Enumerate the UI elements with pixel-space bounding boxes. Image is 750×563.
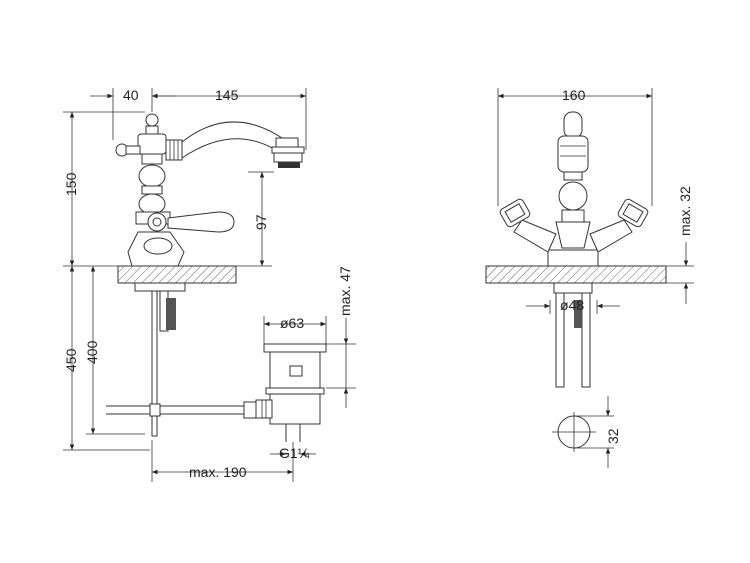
dim-label-450: 450 <box>63 348 79 372</box>
dim-label-dia-63: ø63 <box>280 315 304 331</box>
pop-up-waste <box>255 343 327 442</box>
dim-label-32: 32 <box>605 428 621 444</box>
under-counter-parts <box>106 282 261 437</box>
dim-label-97: 97 <box>253 214 269 230</box>
tap-body <box>115 113 235 267</box>
dim-label-150: 150 <box>63 172 79 196</box>
dim-label-max-190: max. 190 <box>189 464 247 480</box>
countertop-right <box>485 265 667 284</box>
front-tap-body <box>499 111 649 388</box>
dimension-lines-side <box>63 88 356 482</box>
spout <box>165 121 305 168</box>
dim-label-max-32: max. 32 <box>677 186 693 236</box>
dim-label-g1-1-4: G1¼ <box>279 445 310 461</box>
side-view: 40 145 150 97 450 400 max. 190 max. 47 ø… <box>63 87 356 482</box>
front-view: 160 max. 32 ø48 32 <box>485 87 694 468</box>
dim-label-max-47: max. 47 <box>337 266 353 316</box>
dim-label-40: 40 <box>123 87 139 103</box>
dim-label-145: 145 <box>215 87 239 103</box>
dim-label-dia-48: ø48 <box>560 297 584 313</box>
hole-detail <box>552 412 596 452</box>
countertop-left <box>117 265 237 284</box>
dim-label-160: 160 <box>562 87 586 103</box>
dim-label-400: 400 <box>84 340 100 364</box>
dimension-lines-front <box>497 88 689 468</box>
